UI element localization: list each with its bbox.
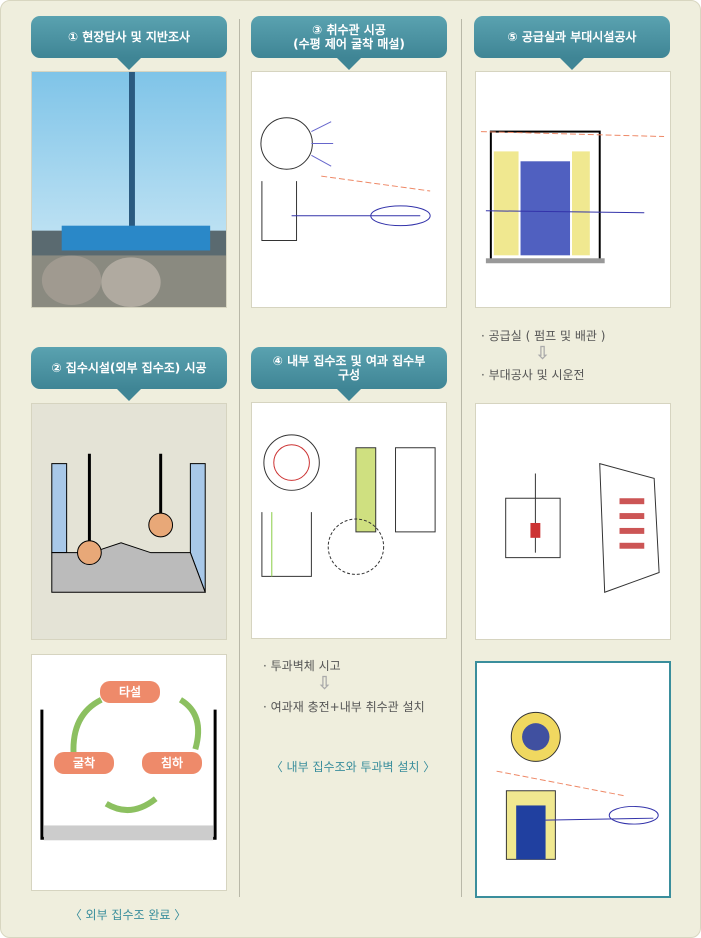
col2-bullet-1: · 투과벽체 시고 — [263, 659, 341, 673]
cycle-step-sink: 침하 — [142, 752, 202, 774]
col2-caption: 〈 내부 집수조와 투과벽 설치 〉 — [270, 760, 436, 774]
cycle-diagram: 타설 굴착 침하 — [31, 654, 227, 891]
outer-sump-diagram — [31, 403, 227, 640]
completed-system-diagram — [475, 661, 671, 898]
step-2-header: ② 집수시설(외부 집수조) 시공 — [31, 347, 227, 401]
col1-caption: 〈 외부 집수조 완료 〉 — [69, 908, 187, 922]
cycle-step-pour: 타설 — [100, 681, 160, 703]
down-arrow-icon: ⇩ — [535, 343, 551, 364]
pump-piping-diagram — [475, 403, 671, 640]
step-1-header: ① 현장답사 및 지반조사 — [31, 16, 227, 70]
cycle-step-excavate: 굴착 — [54, 752, 114, 774]
step-3-header: ③ 취수관 시공 (수평 제어 굴착 매설) — [251, 16, 447, 70]
column-divider — [461, 19, 462, 897]
col3-bullet-2: · 부대공사 및 시운전 — [481, 368, 585, 382]
step-4-header: ④ 내부 집수조 및 여과 집수부 구성 — [251, 347, 447, 401]
column-divider — [239, 19, 240, 897]
supply-room-diagram — [475, 71, 671, 308]
col2-bullet-2: · 여과재 충전+내부 취수관 설치 — [263, 700, 425, 714]
inner-sump-diagram — [251, 402, 447, 639]
intake-pipe-diagram — [251, 71, 447, 308]
col3-bullet-1: · 공급실 ( 펌프 및 배관 ) — [481, 329, 606, 343]
down-arrow-icon: ⇩ — [317, 673, 333, 694]
site-survey-photo — [31, 71, 227, 308]
step-5-header: ⑤ 공급실과 부대시설공사 — [474, 16, 670, 70]
